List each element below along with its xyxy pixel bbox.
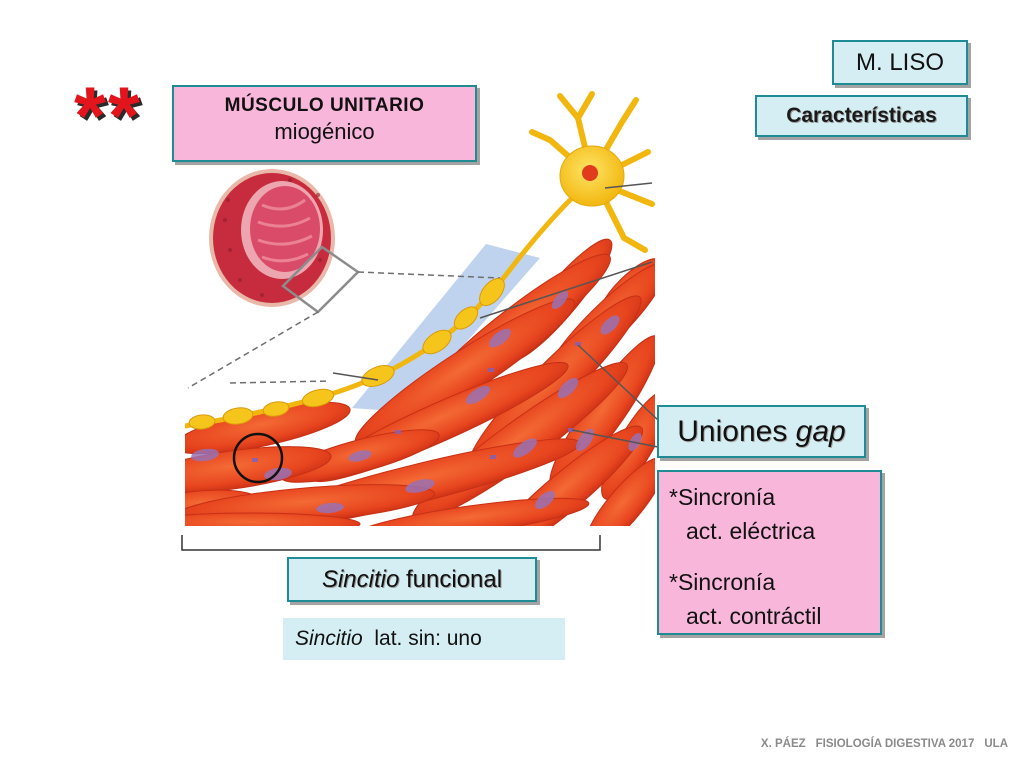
gap-junction-highlight-circle bbox=[232, 432, 284, 484]
musculo-subtitle: miogénico bbox=[274, 119, 375, 144]
caracteristicas-label: Características bbox=[755, 95, 968, 137]
leader-lines bbox=[332, 182, 659, 448]
musculo-title: MÚSCULO UNITARIO bbox=[224, 95, 425, 116]
sincronia-1: *Sincronía bbox=[669, 484, 776, 510]
uniones-italic: gap bbox=[795, 415, 846, 448]
sincronia-1-detail: act. eléctrica bbox=[686, 518, 816, 544]
footer-institution: ULA bbox=[984, 738, 1008, 750]
sincitio-funcional-label: Sincitio funcional bbox=[287, 557, 537, 602]
footer-course: FISIOLOGÍA DIGESTIVA 2017 bbox=[815, 738, 975, 750]
sincitio-lat-italic: Sincitio bbox=[295, 627, 363, 650]
musculo-unitario-box: MÚSCULO UNITARIO miogénico bbox=[172, 85, 477, 162]
footer-author: X. PÁEZ bbox=[760, 738, 806, 750]
sincronia-2-detail: act. contráctil bbox=[686, 603, 822, 629]
sincitio-italic: Sincitio bbox=[321, 566, 400, 593]
smooth-muscle-cells bbox=[185, 238, 655, 526]
neuron-nucleus bbox=[582, 165, 598, 181]
cell-nuclei bbox=[191, 290, 642, 514]
blood-vessel-cross-section bbox=[209, 169, 335, 307]
muscle-cell bbox=[185, 512, 361, 526]
sincitio-lat-text: lat. sin: uno bbox=[362, 627, 482, 650]
m-liso-label: M. LISO bbox=[832, 40, 968, 85]
sincitio-etymology-note: Sincitio lat. sin: uno bbox=[283, 618, 565, 660]
dashed-guides bbox=[187, 271, 501, 389]
muscle-cell bbox=[583, 457, 655, 526]
gap-junction-marks bbox=[252, 342, 581, 462]
syncytium-bracket bbox=[181, 535, 601, 551]
funcional-text: funcional bbox=[399, 566, 503, 593]
sincronia-2: *Sincronía bbox=[669, 569, 776, 595]
uniones-gap-label: Uniones gap bbox=[657, 405, 866, 458]
double-asterisk-marker: ** bbox=[74, 71, 142, 162]
slide-footer: X. PÁEZ FISIOLOGÍA DIGESTIVA 2017 ULA bbox=[751, 738, 1008, 750]
uniones-text: Uniones bbox=[677, 415, 796, 448]
axon-varicosities bbox=[188, 277, 505, 430]
sincronia-box: *Sincronía act. eléctrica *Sincronía act… bbox=[657, 470, 882, 635]
muscle-cell bbox=[350, 497, 590, 526]
